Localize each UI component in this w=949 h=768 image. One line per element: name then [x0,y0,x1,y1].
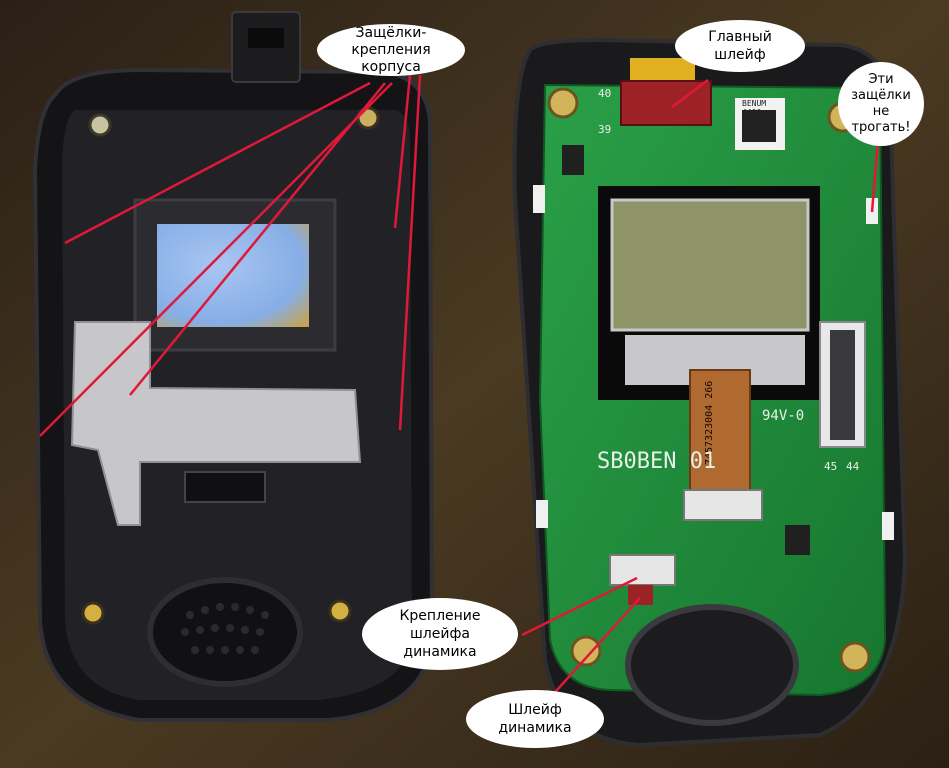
pcb-latch [882,512,894,540]
label-speaker-cable: Шлейф динамика [466,690,604,748]
screw-top-left [88,113,112,137]
label-latches: Защёлки-крепления корпуса [317,24,465,76]
speaker-cable [628,585,653,605]
bottom-connector [683,489,763,521]
label-speaker-cable-mount-text: Крепление шлейфа динамика [399,608,481,660]
board-model: SB0BEN 01 [597,449,716,474]
qr-code [742,110,776,142]
speaker-cable-pointer [547,597,641,701]
label-speaker-cable-text: Шлейф динамика [498,702,572,736]
latch-pointer [129,82,386,396]
front-housing [32,11,435,722]
pin-label-44: 44 [846,460,860,473]
label-dont-touch-text: Эти защёлки не трогать! [851,72,911,135]
loudspeaker [625,604,799,726]
label-dont-touch: Эти защёлки не трогать! [838,62,924,146]
label-latches-text: Защёлки-крепления корпуса [351,24,431,75]
pin-label-40: 40 [598,87,611,100]
dont-touch-pointer [870,139,880,213]
latch-pointer [398,74,422,431]
pcb-mount-hole [547,87,579,119]
latch-pointer [64,81,371,245]
pin-label-45: 45 [824,460,837,473]
pcb-mount-hole [570,635,602,667]
earpiece-speaker-grill [147,577,303,687]
connector-slot [184,471,266,503]
side-connector-body [830,330,855,440]
annotation-lines [39,74,880,701]
flex-cable-code: 7457323004 266 [704,381,715,465]
pcb-latch [536,500,548,528]
label-main-cable: Главный шлейф [675,20,805,72]
chip [785,525,810,555]
lcd-flex-cable [689,369,751,491]
pcb-latch [533,185,545,213]
speaker-connector [609,554,676,586]
pcb-mount-hole [839,641,871,673]
lcd-panel [610,198,810,332]
inner-screen [157,224,309,327]
metal-shield-plate [70,321,362,526]
speaker-mount-pointer [521,576,638,637]
screw-bottom-right [328,599,352,623]
speaker-grill-holes [181,603,269,654]
main-cable-pointer [671,79,709,108]
chip [562,145,584,175]
latch-pointer [39,82,393,437]
hinge-slot [248,28,284,48]
pin-label-39: 39 [598,123,611,136]
label-main-cable-text: Главный шлейф [708,29,772,63]
label-speaker-cable-mount: Крепление шлейфа динамика [362,598,518,670]
board-rating: 94V-0 [762,408,804,424]
latch-pointer [393,74,412,229]
screw-bottom-left [81,601,105,625]
